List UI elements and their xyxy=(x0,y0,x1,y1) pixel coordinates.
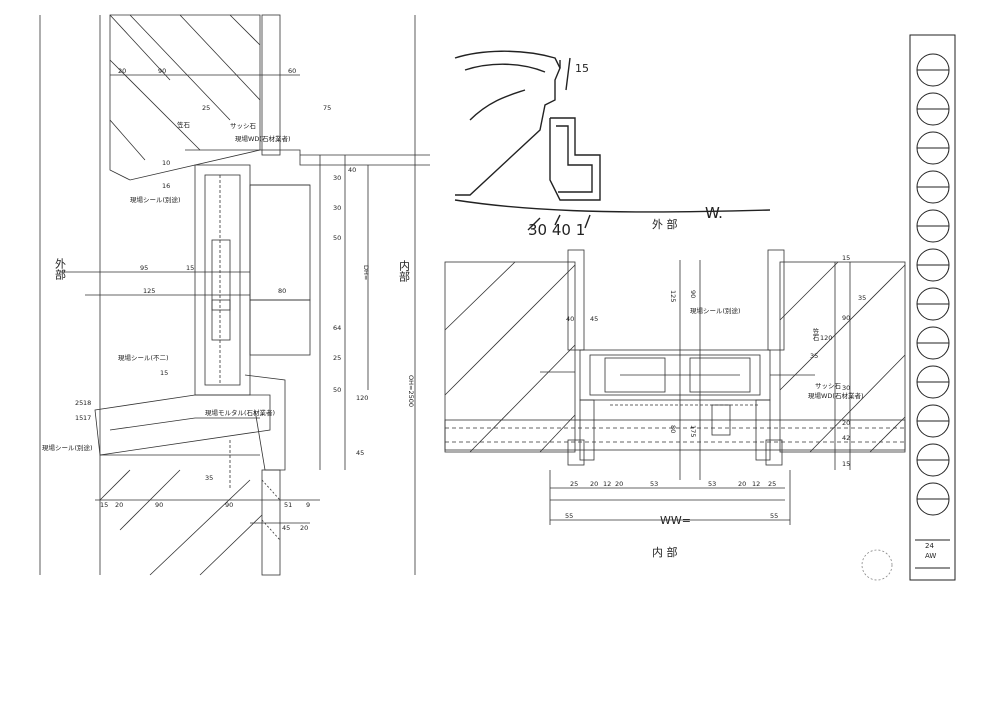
label-exterior-left: 外部 xyxy=(54,258,67,280)
right-dim-mid-2: 80 xyxy=(669,425,677,433)
right-dim-mid-1: 125 xyxy=(669,290,677,302)
left-dim-left-1: 10 xyxy=(162,159,170,167)
left-dim-right-5: 50 xyxy=(333,234,341,242)
right-dim-bottom-3: 12 xyxy=(603,480,611,488)
left-section-drawing xyxy=(39,14,430,576)
right-section-texts: 40 45 35 120 15 90 30 35 20 42 15 25 20 … xyxy=(565,254,866,559)
right-dim-right-3: 30 xyxy=(842,384,850,392)
right-dim-bottom-8: 12 xyxy=(752,480,760,488)
left-dim-right-6: 64 xyxy=(333,324,341,332)
left-dim-top-1: 20 xyxy=(118,67,126,75)
right-dim-top-3: 35 xyxy=(810,352,818,360)
callout-site-seal-d: 現場モルタル(石材業者) xyxy=(205,408,275,417)
right-dim-bottom-5: 53 xyxy=(650,480,658,488)
callout-site-seal-a: 現場シール(別途) xyxy=(130,195,181,204)
left-dim-right-3: 30 xyxy=(333,174,341,182)
callout-site-seal-right: 現場シール(別途) xyxy=(690,306,741,315)
left-dim-top-2: 90 xyxy=(158,67,166,75)
left-dim-bottom-5: 51 xyxy=(284,501,292,509)
callout-kasagi-right: 笠石 xyxy=(811,327,819,343)
callout-sash-stone-left: サッシ石 xyxy=(230,122,257,130)
sketch-mark: 15 xyxy=(575,62,589,75)
label-oh: OH=2500 xyxy=(407,375,415,407)
left-dim-right-7: 25 xyxy=(333,354,341,362)
left-dim-left-2: 25 xyxy=(202,104,210,112)
left-dim-bottom-3: 90 xyxy=(155,501,163,509)
right-dim-bottom-2: 20 xyxy=(590,480,598,488)
callout-sash-stone-right: サッシ石 xyxy=(815,382,842,390)
right-dim-right-6: 42 xyxy=(842,434,850,442)
left-dim-top-3: 60 xyxy=(288,67,296,75)
right-dim-bottom-7: 20 xyxy=(738,480,746,488)
left-dim-left-8: 17 xyxy=(83,414,91,422)
left-dim-left-4: 15 xyxy=(160,369,168,377)
left-dim-mid-5: 35 xyxy=(205,474,213,482)
left-dim-right-1: 40 xyxy=(348,166,356,174)
left-dim-right-8: 50 xyxy=(333,386,341,394)
approval-stamp xyxy=(861,549,893,581)
left-dim-bottom-2: 20 xyxy=(115,501,123,509)
hand-sketch xyxy=(454,50,771,231)
left-dim-bottom-4: 90 xyxy=(225,501,233,509)
label-interior-left: 内部 xyxy=(398,259,411,282)
right-dim-top-4: 120 xyxy=(820,334,832,342)
sketch-tag: W. xyxy=(705,204,723,222)
right-dim-top-1: 40 xyxy=(566,315,574,323)
right-dim-bottom-1: 25 xyxy=(570,480,578,488)
right-dim-bottom-9: 25 xyxy=(768,480,776,488)
left-dim-left-3: 16 xyxy=(162,182,170,190)
callout-kasagi-left: 笠石 xyxy=(177,120,191,129)
left-dim-mid-2: 15 xyxy=(186,264,194,272)
left-dim-mid-4: 80 xyxy=(278,287,286,295)
right-dim-bottom-4: 20 xyxy=(615,480,623,488)
left-dim-left-7: 18 xyxy=(83,399,91,407)
right-dim-bottom-6: 53 xyxy=(708,480,716,488)
right-dim-right-5: 20 xyxy=(842,419,850,427)
left-dim-left-5: 25 xyxy=(75,399,83,407)
callout-site-wd-right: 現場WD(石材業者) xyxy=(808,391,864,400)
left-dim-bottom-1: 15 xyxy=(100,501,108,509)
left-dim-right-9: 120 xyxy=(356,394,368,402)
left-section-texts: 20 90 60 10 25 16 15 25 15 18 17 95 15 1… xyxy=(42,67,415,532)
right-dim-right-1: 15 xyxy=(842,254,850,262)
callout-site-seal-c: 現場シール(別途) xyxy=(42,443,93,452)
right-dim-right-7: 15 xyxy=(842,460,850,468)
left-dim-bottom-6: 9 xyxy=(306,501,310,509)
right-dim-right-4: 35 xyxy=(858,294,866,302)
left-dim-left-6: 15 xyxy=(75,414,83,422)
left-dim-bottom-8: 20 xyxy=(300,524,308,532)
binding-column xyxy=(909,34,956,581)
label-ext-top: 外 部 xyxy=(652,217,678,231)
right-dim-right-2: 90 xyxy=(842,314,850,322)
right-dim-top-2: 45 xyxy=(590,315,598,323)
left-dim-right-10: 45 xyxy=(356,449,364,457)
left-dim-right-2: 75 xyxy=(323,104,331,112)
left-dim-mid-3: 125 xyxy=(143,287,155,295)
left-dim-mid-1: 95 xyxy=(140,264,148,272)
label-dh: DH= xyxy=(362,265,370,280)
label-interior-bottom: 内 部 xyxy=(652,545,678,559)
callout-site-seal-b: 現場シール(不二) xyxy=(118,353,169,362)
label-ww: WW= xyxy=(660,514,691,527)
right-dim-mid-3: 90 xyxy=(689,290,697,298)
sketch-note: 30 40 1 xyxy=(528,221,585,239)
page-number: 24 xyxy=(925,542,934,550)
left-dim-right-4: 30 xyxy=(333,204,341,212)
page-code: AW xyxy=(925,552,936,560)
right-dim-mid-4: 175 xyxy=(689,425,697,437)
callout-site-wd-left: 現場WD(石材業者) xyxy=(235,134,291,143)
right-section-drawing xyxy=(444,249,906,525)
right-dim-outer-1: 55 xyxy=(565,512,573,520)
left-dim-bottom-7: 45 xyxy=(282,524,290,532)
right-dim-outer-2: 55 xyxy=(770,512,778,520)
